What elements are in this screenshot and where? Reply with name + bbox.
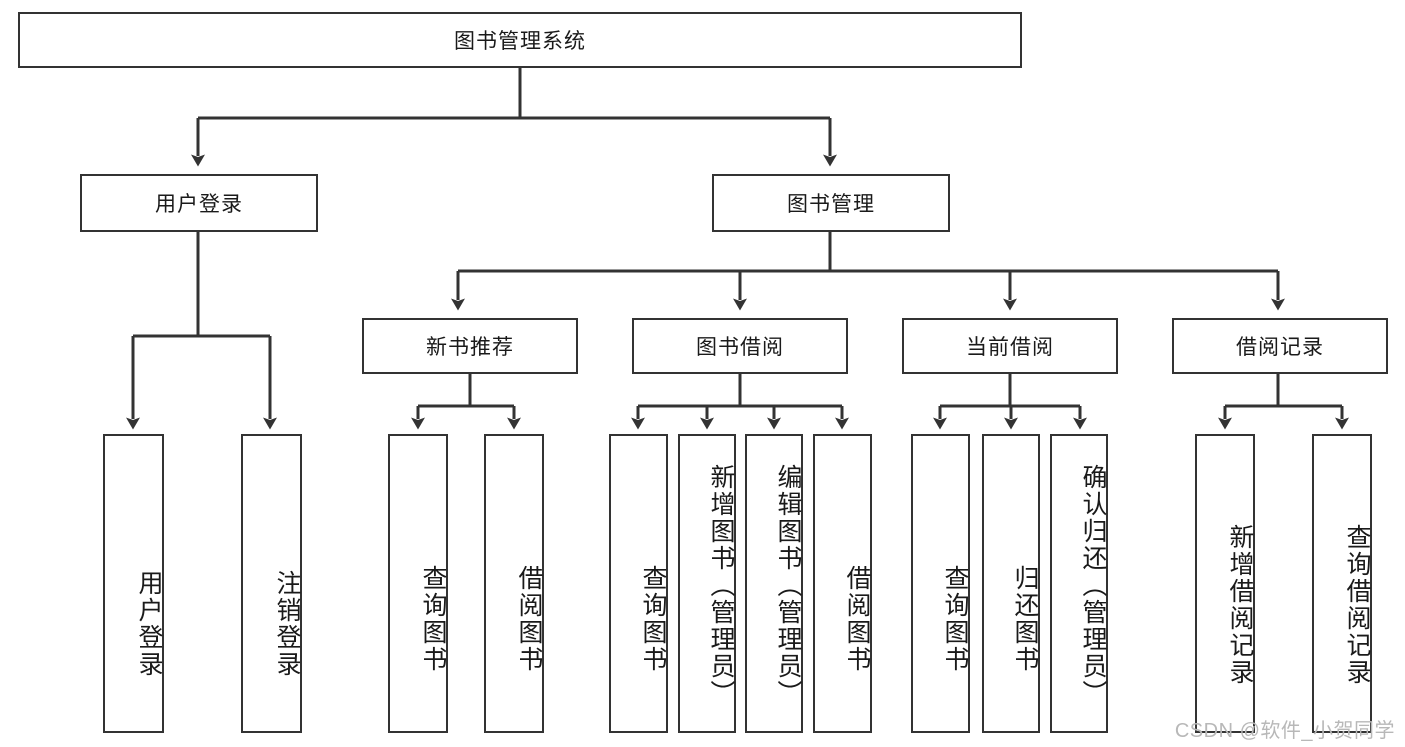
- node-leaf-query-book-current[interactable]: 查询图书: [911, 434, 970, 733]
- node-leaf-logout[interactable]: 注销登录: [241, 434, 302, 733]
- node-label: 借阅图书: [843, 564, 871, 673]
- node-label: 查询图书: [419, 564, 447, 673]
- node-leaf-query-book-borrow[interactable]: 查询图书: [609, 434, 668, 733]
- node-leaf-query-book-recommend[interactable]: 查询图书: [388, 434, 448, 733]
- node-label: 注销登录: [273, 569, 301, 678]
- node-label: 新书推荐: [426, 336, 514, 359]
- node-label: 当前借阅: [966, 336, 1054, 359]
- node-label: 图书借阅: [696, 336, 784, 359]
- csdn-watermark: CSDN @软件_小贺同学: [1174, 720, 1395, 742]
- node-user-login[interactable]: 用户登录: [80, 174, 318, 232]
- node-leaf-add-book-admin[interactable]: 新增图书（管理员）: [678, 434, 736, 733]
- node-leaf-user-login[interactable]: 用户登录: [103, 434, 164, 733]
- node-label: 借阅记录: [1236, 336, 1324, 359]
- node-current-borrow[interactable]: 当前借阅: [902, 318, 1118, 374]
- node-new-book-recommend[interactable]: 新书推荐: [362, 318, 578, 374]
- node-label: 图书管理系统: [454, 30, 586, 53]
- node-label: 新增图书（管理员）: [707, 464, 735, 707]
- node-leaf-edit-book-admin[interactable]: 编辑图书（管理员）: [745, 434, 803, 733]
- node-label: 借阅图书: [515, 564, 543, 673]
- node-label: 编辑图书（管理员）: [774, 464, 802, 707]
- node-label: 归还图书: [1011, 564, 1039, 673]
- node-leaf-borrow-book-recommend[interactable]: 借阅图书: [484, 434, 544, 733]
- node-label: 用户登录: [155, 193, 243, 216]
- node-label: 新增借阅记录: [1226, 523, 1254, 686]
- node-label: 确认归还（管理员）: [1079, 464, 1107, 707]
- node-label: 查询图书: [639, 564, 667, 673]
- node-label: 查询借阅记录: [1343, 523, 1371, 686]
- node-book-borrow[interactable]: 图书借阅: [632, 318, 848, 374]
- node-leaf-borrow-book[interactable]: 借阅图书: [813, 434, 872, 733]
- node-book-management[interactable]: 图书管理: [712, 174, 950, 232]
- node-leaf-confirm-return-admin[interactable]: 确认归还（管理员）: [1050, 434, 1108, 733]
- node-leaf-return-book[interactable]: 归还图书: [982, 434, 1040, 733]
- node-label: 用户登录: [135, 569, 163, 678]
- node-label: 图书管理: [787, 193, 875, 216]
- node-leaf-query-borrow-record[interactable]: 查询借阅记录: [1312, 434, 1372, 733]
- node-label: 查询图书: [941, 564, 969, 673]
- node-borrow-record[interactable]: 借阅记录: [1172, 318, 1388, 374]
- node-leaf-add-borrow-record[interactable]: 新增借阅记录: [1195, 434, 1255, 733]
- node-root-system[interactable]: 图书管理系统: [18, 12, 1022, 68]
